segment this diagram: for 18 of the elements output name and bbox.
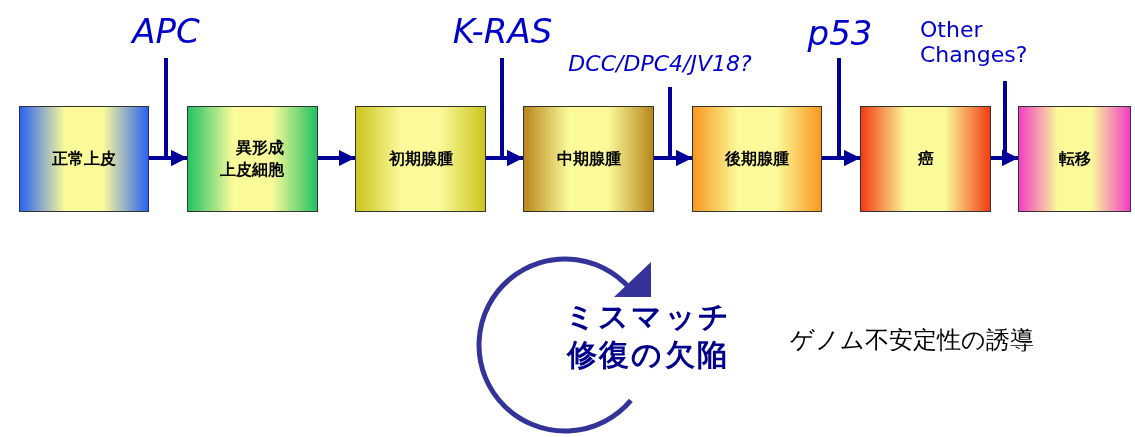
stage-box: 正常上皮 [19,106,149,212]
gene-label: Other Changes? [920,12,1060,72]
gene-label: p53 [800,12,880,56]
stage-box: 後期腺腫 [692,106,822,212]
gene-label: APC [120,12,212,52]
arrow [500,58,523,166]
stage-box: 転移 [1018,106,1131,212]
arrow [837,58,860,166]
mismatch-label: ミスマッチ修復の欠陥 [563,298,733,373]
stage-box: 異形成上皮細胞 [187,106,318,212]
stage-box: 初期腺腫 [355,106,486,212]
arrow [318,150,355,166]
note-text: ゲノム不安定性の誘導 [790,325,1035,355]
stage-box: 中期腺腫 [523,106,654,212]
arrow [164,58,187,166]
gene-label: K-RAS [440,12,565,52]
stage-box: 癌 [860,106,991,212]
gene-label: DCC/DPC4/JV18? [536,50,784,78]
